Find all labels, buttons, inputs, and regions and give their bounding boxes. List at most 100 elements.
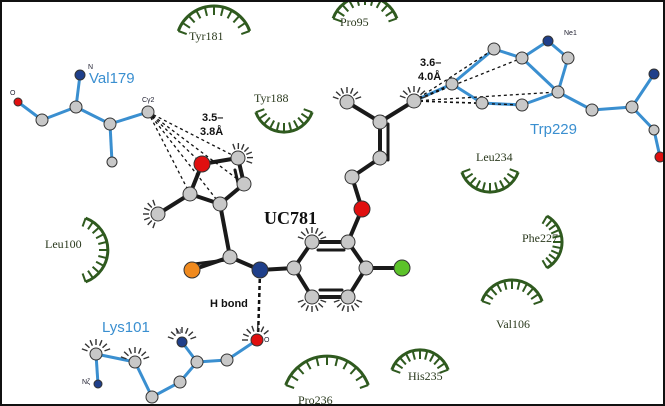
atom-c (220, 353, 234, 367)
arc-val106 (480, 278, 544, 306)
atom-c (304, 234, 320, 250)
atom-c (445, 77, 459, 91)
atom-c (487, 42, 501, 56)
atom-label-val179-cg2: Cγ2 (142, 97, 155, 104)
atom-lash (297, 299, 327, 312)
label-tyr181: Tyr181 (189, 29, 224, 43)
atom-c (141, 105, 155, 119)
atom-c (222, 249, 238, 265)
atom-c (344, 169, 360, 185)
atom-c (89, 347, 103, 361)
hbond-label: H bond (210, 298, 248, 310)
atom-c (372, 150, 388, 166)
arc-leu234 (460, 168, 520, 194)
atom-n (93, 379, 103, 389)
trp229-contact-lines (413, 48, 559, 106)
atom-o (353, 200, 371, 218)
atom-c (236, 176, 252, 192)
atom-label-lys101-o: O (264, 337, 270, 344)
label-lys101: Lys101 (102, 319, 150, 336)
atom-lash (242, 324, 269, 341)
atom-lash (332, 87, 362, 100)
atom-c (648, 124, 660, 136)
atom-lash (333, 299, 363, 312)
label-leu234: Leu234 (476, 150, 513, 164)
label-phe227: Phe227 (522, 231, 558, 245)
atom-lash (143, 199, 156, 229)
distance-trp229-line2: 4.0Å (418, 70, 441, 83)
distance-val179-line1: 3.5– (202, 112, 223, 124)
atom-c (128, 355, 142, 369)
atom-c (35, 113, 49, 127)
atom-c (145, 390, 159, 404)
atom-o (193, 155, 211, 173)
arc-pro236 (284, 354, 370, 389)
atom-o (13, 97, 23, 107)
atom-n (251, 261, 269, 279)
atom-n (648, 68, 660, 80)
atom-n (542, 35, 554, 47)
val179-contact-lines (147, 111, 245, 205)
ligand-atom-lashes (81, 86, 429, 360)
atom-c (515, 51, 529, 65)
distance-trp229-line1: 3.6– (420, 57, 441, 69)
label-val106: Val106 (496, 317, 530, 331)
atom-o (250, 333, 264, 347)
atom-c (340, 234, 356, 250)
atom-c (286, 260, 302, 276)
atom-c (561, 51, 575, 65)
atom-c (372, 114, 388, 130)
atom-cl (393, 259, 411, 277)
atom-c (103, 117, 117, 131)
label-leu100: Leu100 (45, 237, 82, 251)
atom-label-trp229-ne1: Ne1 (564, 30, 577, 37)
atom-c (358, 260, 374, 276)
atom-c (625, 100, 639, 114)
ligand-name: UC781 (264, 208, 317, 228)
label-his235: His235 (408, 369, 443, 383)
label-trp229: Trp229 (530, 121, 577, 138)
label-pro236: Pro236 (298, 393, 333, 404)
atom-label-val179-o: O (10, 90, 16, 97)
atom-label-lys101-nz: Nζ (82, 379, 90, 386)
arc-his235 (390, 348, 450, 374)
atom-n (74, 69, 86, 81)
atom-lash (81, 339, 111, 352)
atom-c (339, 94, 355, 110)
atom-label-val179-n: N (88, 64, 93, 71)
atom-lash (297, 227, 327, 240)
arc-phe227 (541, 214, 564, 270)
atom-n (176, 336, 188, 348)
distance-val179-line2: 3.8Å (200, 125, 223, 138)
atom-lash (120, 347, 150, 360)
label-val179: Val179 (89, 70, 135, 87)
atom-s (183, 261, 201, 279)
atom-lash (167, 327, 197, 340)
hydrophobic-arcs (81, 2, 564, 389)
atom-c (475, 96, 489, 110)
atom-o (654, 151, 663, 163)
atom-c (515, 98, 529, 112)
lys101-residue (94, 338, 258, 399)
arc-tyr181 (176, 4, 252, 36)
atom-c (150, 206, 166, 222)
atom-label-lys101-n: N (176, 329, 181, 336)
arc-leu100 (81, 216, 110, 284)
atom-c (106, 156, 118, 168)
atom-c (304, 289, 320, 305)
atom-c (190, 355, 204, 369)
atom-c (69, 100, 83, 114)
atom-c (585, 103, 599, 117)
arc-pro95 (331, 2, 399, 23)
label-pro95: Pro95 (340, 15, 369, 29)
atom-lash (399, 86, 429, 99)
atom-c (230, 150, 246, 166)
arc-tyr188 (254, 108, 314, 134)
atom-c (212, 196, 228, 212)
atoms (13, 35, 663, 404)
atom-lash (232, 142, 254, 164)
atom-c (551, 85, 565, 99)
atom-c (173, 375, 187, 389)
